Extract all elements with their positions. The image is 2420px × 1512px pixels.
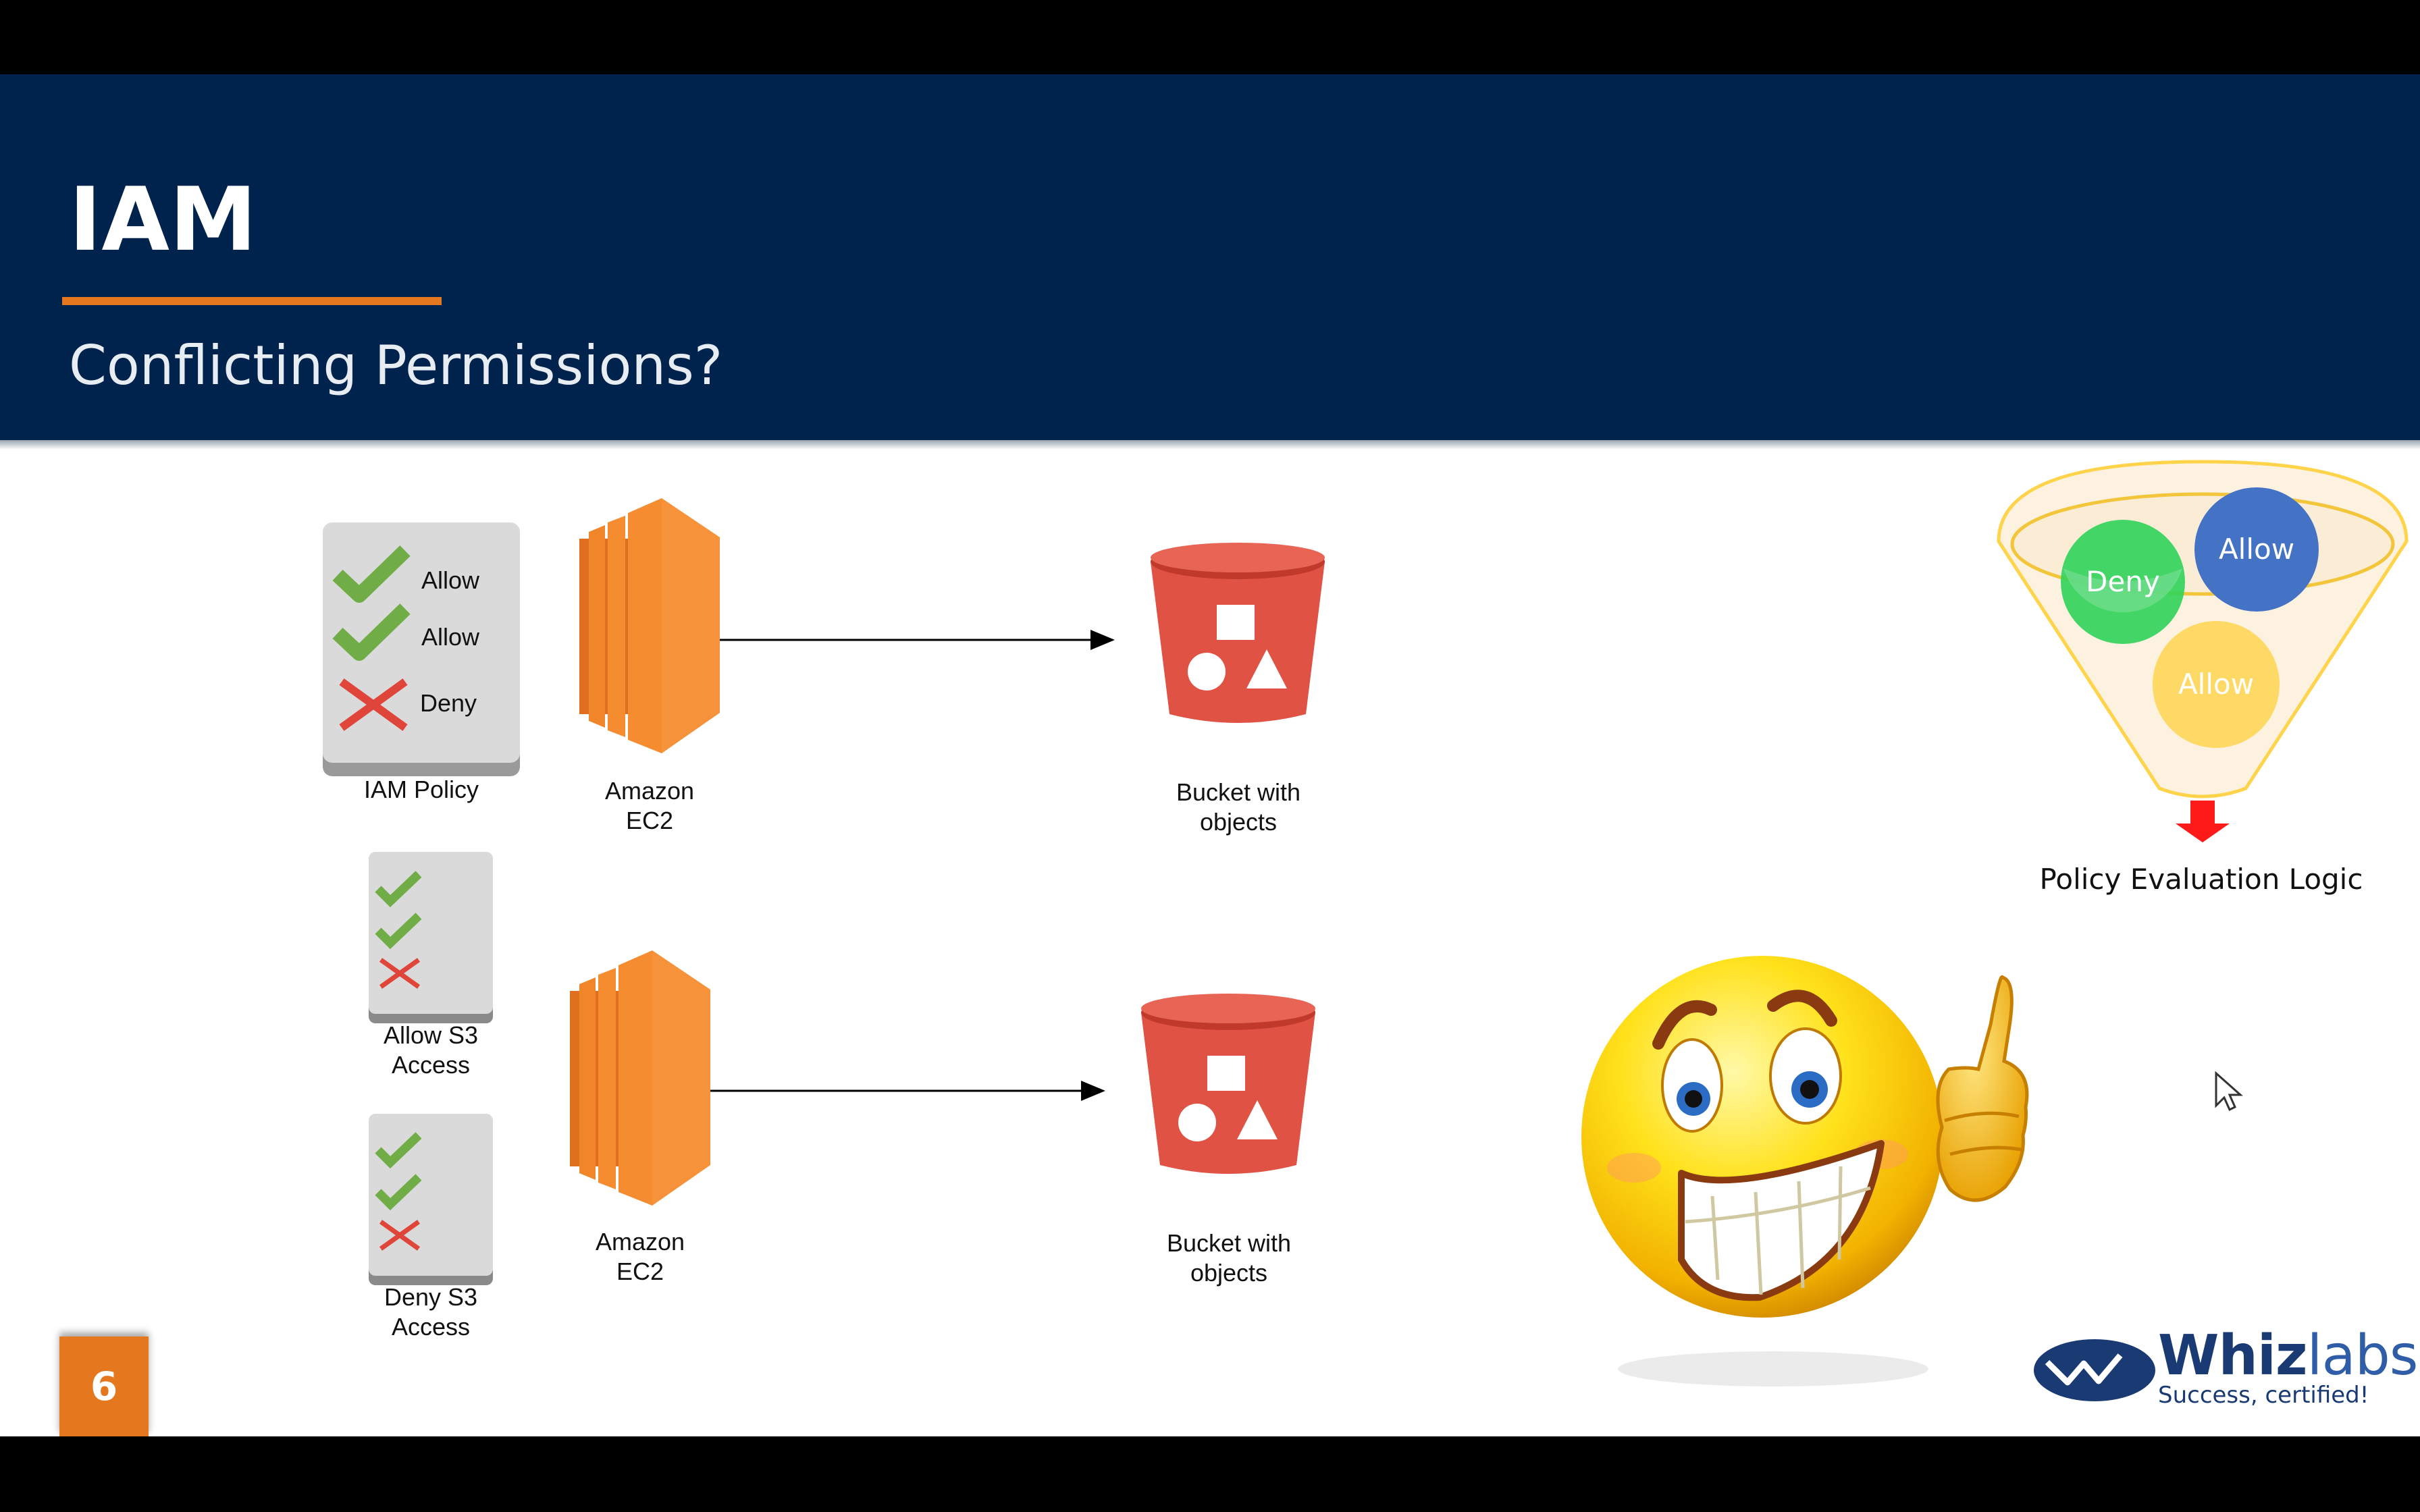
whizlabs-swoosh-icon xyxy=(2034,1339,2155,1401)
mouse-cursor-icon xyxy=(2215,1071,2243,1112)
circle-label: Allow xyxy=(2178,668,2254,701)
circle-label: Deny xyxy=(2086,565,2160,598)
bucket-label: objects xyxy=(1190,1259,1267,1287)
allow-s3-caption: Allow S3 xyxy=(384,1021,478,1049)
check-icon xyxy=(332,603,411,661)
circle-label: Allow xyxy=(2219,533,2294,566)
cross-icon xyxy=(339,678,408,731)
s3-bucket-icon xyxy=(1151,543,1325,723)
deny-s3-caption: Access xyxy=(392,1313,470,1341)
slide-header: IAM Conflicting Permissions? xyxy=(0,74,2420,440)
slide: IAM Conflicting Permissions? xyxy=(0,74,2420,1436)
policy-item-text: Allow xyxy=(421,623,480,651)
bucket-label: objects xyxy=(1200,808,1277,836)
title-underline xyxy=(62,297,442,305)
whizlabs-logo: Whizlabs Success, certified! xyxy=(2032,1328,2418,1409)
circle-allow-yellow: Allow xyxy=(2153,621,2280,748)
iam-policy-card: Allow Allow Deny xyxy=(323,522,520,776)
deny-s3-policy-card xyxy=(369,1114,493,1285)
cross-icon xyxy=(379,958,421,989)
logo-wordmark: Whizlabs xyxy=(2158,1328,2418,1384)
logo-name-suffix: labs xyxy=(2307,1324,2419,1388)
ec2-label: EC2 xyxy=(616,1258,664,1285)
check-icon xyxy=(375,913,422,950)
bucket-label: Bucket with xyxy=(1176,778,1300,806)
allow-s3-caption: Access xyxy=(392,1051,470,1079)
check-icon xyxy=(375,871,422,908)
check-icon xyxy=(375,1132,422,1169)
s3-bucket-icon xyxy=(1141,994,1315,1174)
policy-evaluation-funnel: Allow Allow Deny xyxy=(1997,460,2409,842)
ec2-label: EC2 xyxy=(626,807,673,834)
cross-icon xyxy=(379,1220,421,1251)
policy-item-text: Allow xyxy=(421,566,480,594)
ec2-icon xyxy=(579,498,720,753)
ec2-label: Amazon xyxy=(605,777,694,805)
bucket-label: Bucket with xyxy=(1167,1229,1291,1257)
slide-subtitle: Conflicting Permissions? xyxy=(69,334,723,397)
policy-evaluation-caption: Policy Evaluation Logic xyxy=(2039,863,2363,896)
down-arrow-icon xyxy=(2176,801,2230,842)
ec2-label: Amazon xyxy=(596,1228,685,1256)
circle-allow-blue: Allow xyxy=(2194,487,2319,612)
iam-policy-caption: IAM Policy xyxy=(364,776,479,803)
header-shadow xyxy=(0,440,2420,450)
logo-name-main: Whiz xyxy=(2158,1324,2308,1388)
check-icon xyxy=(332,545,411,603)
check-icon xyxy=(375,1174,422,1211)
allow-s3-policy-card xyxy=(369,852,493,1023)
slide-title: IAM xyxy=(69,168,257,271)
diagram-canvas: Allow Allow Deny IAM Policy Amazon EC2 xyxy=(323,460,2409,1386)
circle-deny-green: Deny xyxy=(2061,520,2185,644)
policy-item-text: Deny xyxy=(420,689,477,717)
thumbs-up-smiley-icon xyxy=(1581,956,2029,1386)
logo-tagline: Success, certified! xyxy=(2158,1382,2369,1409)
ec2-icon xyxy=(570,950,710,1206)
page-number-badge: 6 xyxy=(59,1336,149,1436)
deny-s3-caption: Deny S3 xyxy=(384,1283,477,1311)
